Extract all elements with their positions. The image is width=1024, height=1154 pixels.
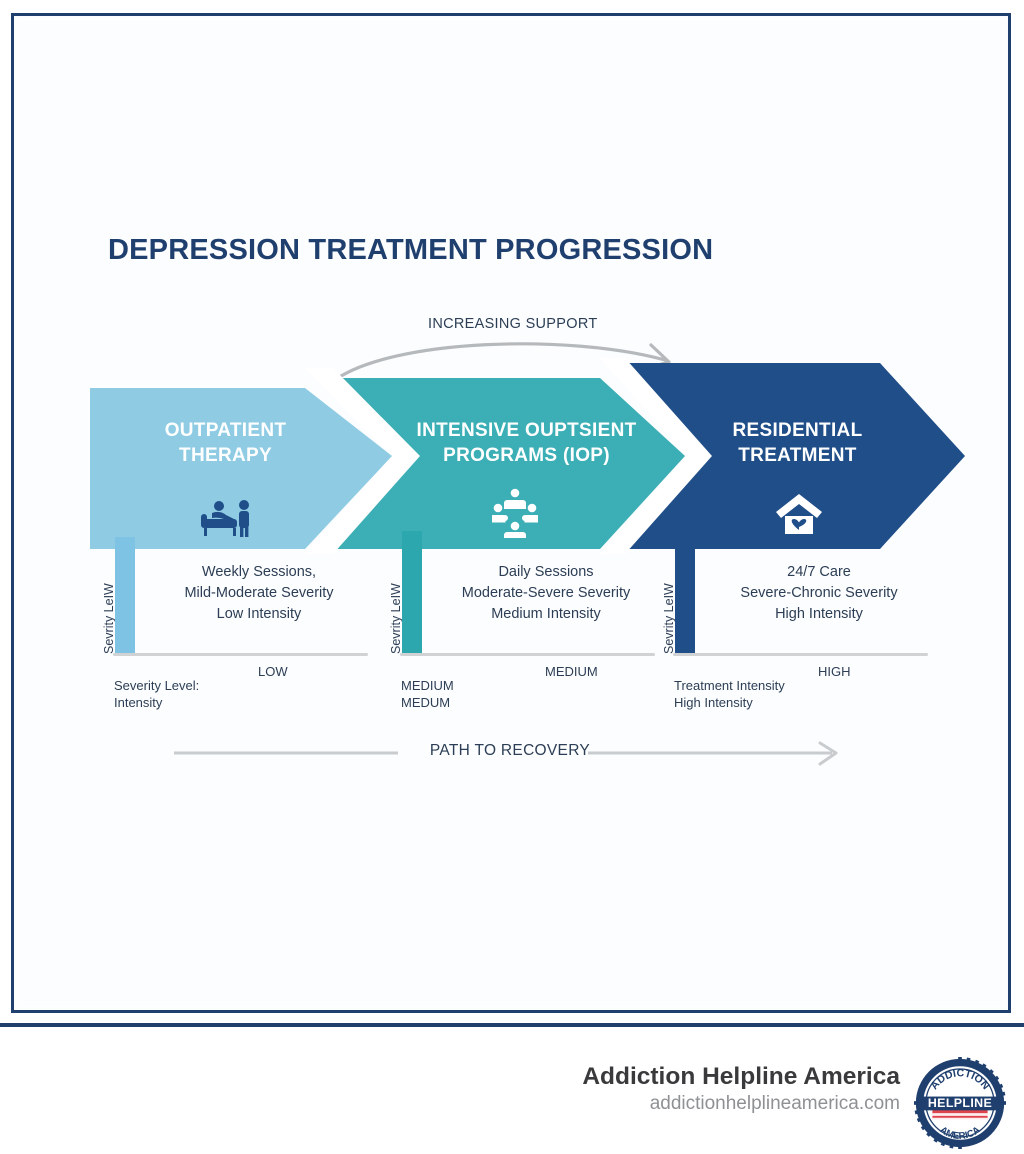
description-line1: Weekly Sessions,	[201, 564, 317, 580]
house-heart-icon	[776, 494, 822, 534]
tick-left-line2: High Intensity	[674, 695, 753, 711]
tick-left-line2: MEDUM	[401, 695, 451, 711]
x-axis-tick-right: LOW	[258, 664, 288, 679]
y-axis-label: Sevrity LeIW	[88, 546, 116, 654]
brand-name: Addiction Helpline America	[582, 1063, 900, 1090]
logo-bottom-text: AMERICA	[938, 1125, 983, 1143]
brand-url[interactable]: addictionhelplineamerica.com	[649, 1093, 900, 1115]
group-therapy-icon	[492, 488, 538, 538]
severity-bar	[402, 531, 422, 653]
x-axis-line	[400, 653, 655, 656]
stage-label-residential: RESIDENTIAL TREATMENT	[700, 418, 895, 469]
description-line3: High Intensity	[775, 606, 863, 623]
severity-chart-iop: Sevrity LeIW Daily Sessions Moderate-Sev…	[375, 530, 665, 710]
severity-chart-outpatient: Sevrity LeIW Weekly Sessions, Mild-Moder…	[88, 530, 378, 710]
description-line2: Severe-Chronic Severity	[740, 585, 898, 602]
description-line1: 24/7 Care	[787, 564, 851, 580]
severity-chart-residential: Sevrity LeIW 24/7 Care Severe-Chronic Se…	[648, 529, 938, 712]
stage-description: Daily Sessions Moderate-Severe Severity …	[431, 562, 661, 625]
stage-label-line2: TREATMENT	[738, 445, 857, 467]
path-to-recovery-label: PATH TO RECOVERY	[429, 742, 591, 759]
stage-label-line1: OUTPATIENT	[164, 420, 287, 441]
x-axis-tick-right: MEDIUM	[545, 664, 598, 679]
therapy-couch-icon	[201, 500, 249, 537]
footer-divider	[0, 1023, 1024, 1027]
page-title: DEPRESSION TREATMENT PROGRESSION	[108, 234, 714, 266]
brand-block: Addiction Helpline America addictionhelp…	[582, 1062, 900, 1117]
x-axis-tick-right: HIGH	[818, 664, 851, 679]
increasing-support-arrow-icon	[330, 342, 671, 384]
footer: Addiction Helpline America addictionhelp…	[0, 1030, 1024, 1154]
stage-label-line1: RESIDENTIAL	[732, 420, 863, 441]
description-line3: Low Intensity	[216, 606, 302, 623]
path-to-recovery: PATH TO RECOVERY	[170, 740, 850, 770]
path-to-recovery-arrow-icon	[174, 741, 838, 766]
addiction-helpline-america-logo-icon: ADDICTION AMERICA HELPLINE	[914, 1057, 1006, 1149]
stage-label-outpatient: OUTPATIENT THERAPY	[128, 418, 323, 469]
description-line2: Mild-Moderate Severity	[184, 585, 334, 602]
svg-text:AMERICA: AMERICA	[938, 1125, 983, 1143]
tick-left-line1: MEDIUM	[401, 677, 454, 693]
description-line3: Medium Intensity	[491, 606, 601, 623]
logo-center-text: HELPLINE	[928, 1096, 992, 1110]
y-axis-label-text: Sevrity LeIW	[102, 583, 116, 654]
tick-left-line2: Intensity	[114, 695, 163, 711]
description-line1: Daily Sessions	[498, 564, 594, 580]
description-line2: Moderate-Severe Severity	[461, 585, 631, 602]
y-axis-label-text: Sevrity LeIW	[662, 583, 676, 654]
y-axis-label: Sevrity LeIW	[375, 546, 403, 654]
stage-label-line2: PROGRAMS (IOP)	[443, 445, 610, 467]
stage-label-line1: INTENSIVE OUPTSIENT	[416, 420, 637, 441]
x-axis-tick-left: Severity Level: Intensity	[114, 677, 199, 712]
stage-label-line2: THERAPY	[179, 445, 272, 467]
stage-description: 24/7 Care Severe-Chronic Severity High I…	[704, 562, 934, 625]
x-axis-line	[673, 653, 928, 656]
y-axis-label: Sevrity LeIW	[648, 546, 676, 654]
severity-bar	[675, 529, 695, 653]
y-axis-label-text: Sevrity LeIW	[389, 583, 403, 654]
tick-left-line1: Severity Level:	[114, 677, 200, 693]
tick-left-line1: Treatment Intensity	[674, 677, 785, 693]
stage-label-iop: INTENSIVE OUPTSIENT PROGRAMS (IOP)	[404, 418, 649, 469]
stage-description: Weekly Sessions, Mild-Moderate Severity …	[144, 562, 374, 625]
severity-bar	[115, 537, 135, 653]
x-axis-line	[113, 653, 368, 656]
x-axis-tick-left: MEDIUM MEDUM	[401, 677, 454, 712]
increasing-support-label: INCREASING SUPPORT	[428, 316, 598, 332]
x-axis-tick-left: Treatment Intensity High Intensity	[674, 677, 785, 712]
